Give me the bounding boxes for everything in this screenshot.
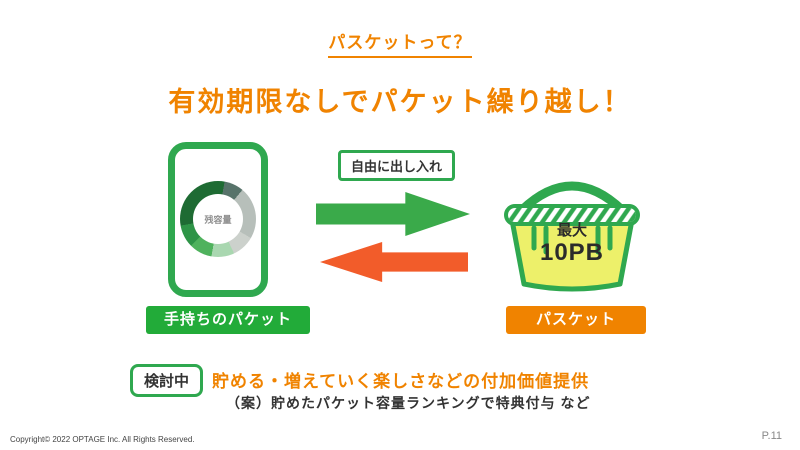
pasket-badge: パスケット (506, 306, 646, 334)
basket-capacity-prefix: 最大 (556, 222, 587, 239)
basket-icon (482, 160, 662, 300)
gauge-label: 残容量 (204, 214, 232, 225)
phone-icon: 残容量 (168, 142, 268, 297)
left-arrow-icon (320, 242, 468, 282)
copyright-text: Copyright© 2022 OPTAGE Inc. All Rights R… (10, 435, 195, 444)
basket-capacity: 最大 10PB (482, 222, 662, 267)
capacity-gauge-icon: 残容量 (180, 181, 256, 257)
handheld-packet-badge: 手持ちのパケット (146, 306, 310, 334)
title-wrap: パスケットって？ (0, 28, 800, 58)
consideration-line1: 貯める・増えていく楽しさなどの付加価値提供 (212, 372, 590, 391)
right-arrow-icon (316, 192, 470, 236)
under-consideration-badge: 検討中 (130, 364, 204, 397)
basket-capacity-value: 10PB (539, 239, 605, 267)
slide-title: パスケットって？ (328, 28, 472, 58)
page-number: P.11 (761, 430, 782, 442)
headline: 有効期限なしでパケット繰り越し！ (168, 87, 632, 117)
consideration-line2: （案）貯めたパケット容量ランキングで特典付与 など (226, 395, 591, 411)
transfer-label: 自由に出し入れ (338, 150, 456, 181)
